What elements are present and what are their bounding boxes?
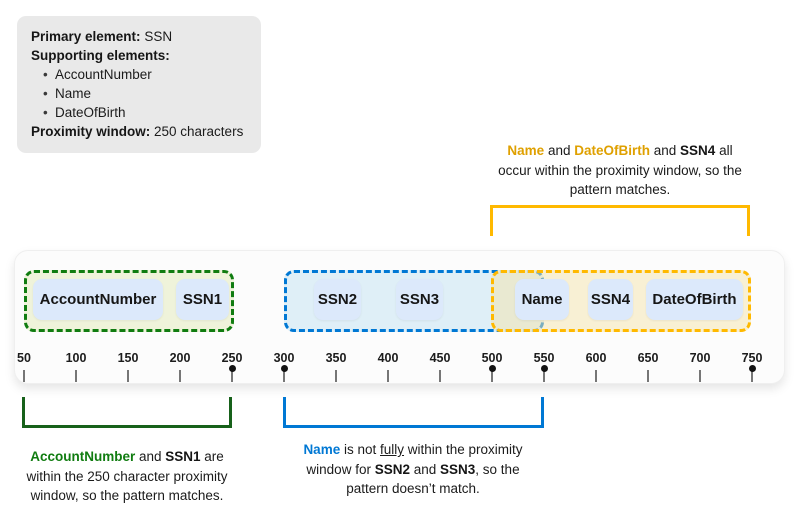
annotation-segment: are	[200, 449, 224, 464]
ruler-tick-550	[543, 370, 545, 382]
annotation-segment: Name	[303, 442, 341, 457]
annotation-segment: and	[409, 461, 441, 477]
supporting-elements-label: Supporting elements:	[31, 48, 170, 63]
ruler-label-700: 700	[689, 351, 711, 365]
ruler-boundary-dot-750	[748, 365, 756, 372]
ruler-label-650: 650	[637, 351, 659, 365]
annotation-segment: and	[544, 143, 575, 158]
ruler-tick-450	[439, 370, 441, 382]
ruler-tick-500	[491, 370, 493, 382]
ruler-label-500: 500	[481, 351, 503, 365]
token-ssn1: SSN1	[176, 279, 229, 320]
ruler-boundary-dot-500	[488, 365, 496, 372]
ruler-label-450: 450	[429, 351, 451, 365]
annotation-segment: Name	[507, 143, 545, 158]
annotation-segment: all	[715, 143, 733, 158]
annotation-segment: SSN2	[374, 461, 410, 477]
ruler-label-50: 50	[17, 351, 31, 365]
ruler-tick-650	[647, 370, 649, 382]
primary-element-line: Primary element: SSN	[31, 27, 247, 46]
ruler-label-350: 350	[325, 351, 347, 365]
proximity-window-line: Proximity window: 250 characters	[31, 122, 247, 141]
token-accountnumber: AccountNumber	[33, 279, 163, 320]
annotation-segment: occur within the proximity window, so th…	[498, 162, 742, 178]
token-ssn3: SSN3	[396, 279, 443, 320]
supporting-element-dateofbirth: DateOfBirth	[43, 103, 247, 122]
ruler-tick-350	[335, 370, 337, 382]
supporting-element-accountnumber: AccountNumber	[43, 65, 247, 84]
ruler-tick-750	[751, 370, 753, 382]
ruler-tick-50	[23, 370, 25, 382]
annotation-segment: pattern doesn’t match.	[346, 481, 480, 496]
annotation-segment: AccountNumber	[30, 449, 136, 464]
ruler-tick-150	[127, 370, 129, 382]
supporting-elements-list: AccountNumberNameDateOfBirth	[31, 65, 247, 122]
timeline-band: AccountNumber SSN1 SSN2 SSN3 Name SSN4 DateOfB…	[14, 250, 785, 384]
ruler-tick-100	[75, 370, 77, 382]
blue-annotation-line: window for SSN2 and SSN3, so the	[278, 460, 548, 480]
annotation-segment: window, so the pattern matches.	[30, 488, 224, 503]
blue-annotation-line: Name is not fully within the proximity	[278, 440, 548, 460]
token-ssn4: SSN4	[588, 279, 633, 320]
ruler-tick-700	[699, 370, 701, 382]
annotation-segment: pattern matches.	[569, 182, 671, 197]
primary-element-label: Primary element:	[31, 29, 141, 44]
annotation-segment: , so the	[475, 461, 520, 477]
ruler-tick-300	[283, 370, 285, 382]
token-dateofbirth: DateOfBirth	[646, 279, 743, 320]
token-name: Name	[515, 279, 569, 320]
proximity-window-value: 250 characters	[150, 124, 244, 139]
green-annotation-line: within the 250 character proximity	[7, 467, 247, 487]
ruler-label-250: 250	[221, 351, 243, 365]
annotation-segment: DateOfBirth	[574, 143, 650, 158]
yellow-annotation-line: pattern matches.	[440, 180, 800, 200]
ruler-tick-250	[231, 370, 233, 382]
annotation-segment: window for	[306, 461, 375, 477]
yellow-annotation-line: Name and DateOfBirth and SSN4 all	[440, 141, 800, 161]
pattern-definition-box: Primary element: SSN Supporting elements…	[17, 16, 261, 153]
yellow-annotation-line: occur within the proximity window, so th…	[440, 161, 800, 181]
ruler-tick-200	[179, 370, 181, 382]
annotation-segment: SSN3	[440, 461, 476, 477]
annotation-segment: and	[650, 143, 681, 158]
primary-element-value: SSN	[140, 29, 173, 44]
annotation-segment: and	[135, 449, 166, 464]
ruler-label-550: 550	[533, 351, 555, 365]
ruler-label-600: 600	[585, 351, 607, 365]
ruler-tick-600	[595, 370, 597, 382]
ruler-label-750: 750	[741, 351, 763, 365]
blue-annotation-line: pattern doesn’t match.	[278, 479, 548, 499]
annotation-segment: SSN1	[165, 449, 201, 464]
supporting-element-name: Name	[43, 84, 247, 103]
supporting-elements-line: Supporting elements:	[31, 46, 247, 65]
proximity-window-label: Proximity window:	[31, 124, 151, 139]
green-annotation-line: window, so the pattern matches.	[7, 486, 247, 506]
ruler-boundary-dot-300	[280, 365, 288, 372]
ruler-boundary-dot-250	[228, 365, 236, 372]
annotation-segment: within the proximity	[404, 442, 523, 457]
blue-bracket	[283, 397, 544, 428]
ruler-boundary-dot-550	[540, 365, 548, 372]
green-bracket	[22, 397, 232, 428]
annotation-segment: fully	[380, 442, 405, 457]
yellow-bracket	[490, 205, 750, 236]
annotation-segment: is not	[340, 442, 380, 457]
ruler-label-300: 300	[273, 351, 295, 365]
ruler-label-150: 150	[117, 351, 139, 365]
ruler-label-200: 200	[169, 351, 191, 365]
annotation-segment: SSN4	[680, 143, 716, 158]
token-ssn2: SSN2	[314, 279, 361, 320]
ruler-tick-400	[387, 370, 389, 382]
green-annotation-line: AccountNumber and SSN1 are	[7, 447, 247, 467]
annotation-segment: within the 250 character proximity	[26, 468, 228, 484]
ruler-label-400: 400	[377, 351, 399, 365]
ruler-label-100: 100	[65, 351, 87, 365]
